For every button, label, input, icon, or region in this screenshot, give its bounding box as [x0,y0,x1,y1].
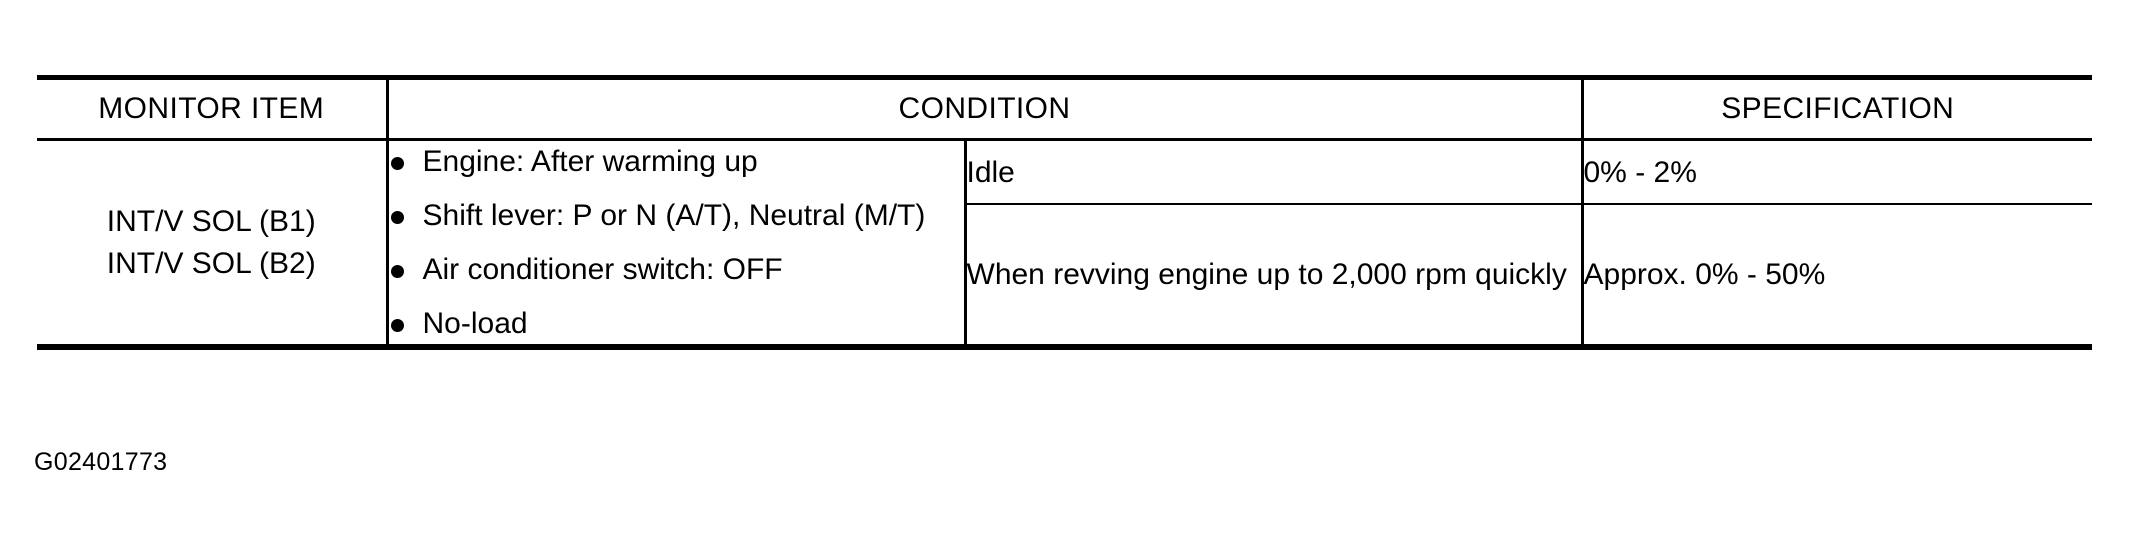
table-body: INT/V SOL (B1) INT/V SOL (B2) Engine: Af… [37,139,2092,350]
column-header-condition: CONDITION [387,75,1584,141]
table-row: When revving engine up to 2,000 rpm quic… [37,204,2092,350]
cell-monitor-item: INT/V SOL (B1) INT/V SOL (B2) [37,139,389,350]
monitor-item-line-2: INT/V SOL (B2) [106,246,316,280]
table-header-row: MONITOR ITEM CONDITION SPECIFICATION [37,75,2092,141]
bullet-icon [390,319,404,332]
spec-table-container: MONITOR ITEM CONDITION SPECIFICATION INT… [37,75,2092,350]
cell-condition-bullets: Engine: After warming up Shift lever: P … [387,139,967,350]
table-header: MONITOR ITEM CONDITION SPECIFICATION [37,75,2092,141]
cell-condition-detail-revving: When revving engine up to 2,000 rpm quic… [965,204,1584,350]
bullet-icon [390,265,404,278]
list-item: Engine: After warming up [389,141,964,182]
condition-text: Shift lever: P or N (A/T), Neutral (M/T) [422,199,926,232]
monitor-item-line-1: INT/V SOL (B1) [106,204,316,238]
cell-specification-idle: 0% - 2% [1582,139,2092,205]
column-header-specification: SPECIFICATION [1582,75,2092,141]
cell-specification-revving: Approx. 0% - 50% [1582,204,2092,350]
cell-condition-detail-idle: Idle [965,139,1584,205]
monitor-item-spec-table: MONITOR ITEM CONDITION SPECIFICATION INT… [37,75,2092,350]
bullet-icon [390,211,404,224]
figure-id-caption: G02401773 [34,448,168,476]
column-header-monitor-item: MONITOR ITEM [37,75,389,141]
table-row: INT/V SOL (B1) INT/V SOL (B2) Engine: Af… [37,139,2092,350]
condition-text: Engine: After warming up [422,145,758,178]
condition-text: Air conditioner switch: OFF [422,253,783,286]
condition-text: No-load [422,307,528,340]
list-item: No-load [389,303,964,344]
list-item: Shift lever: P or N (A/T), Neutral (M/T) [389,195,964,236]
condition-list: Engine: After warming up Shift lever: P … [389,141,964,344]
list-item: Air conditioner switch: OFF [389,249,964,290]
bullet-icon [390,157,404,170]
